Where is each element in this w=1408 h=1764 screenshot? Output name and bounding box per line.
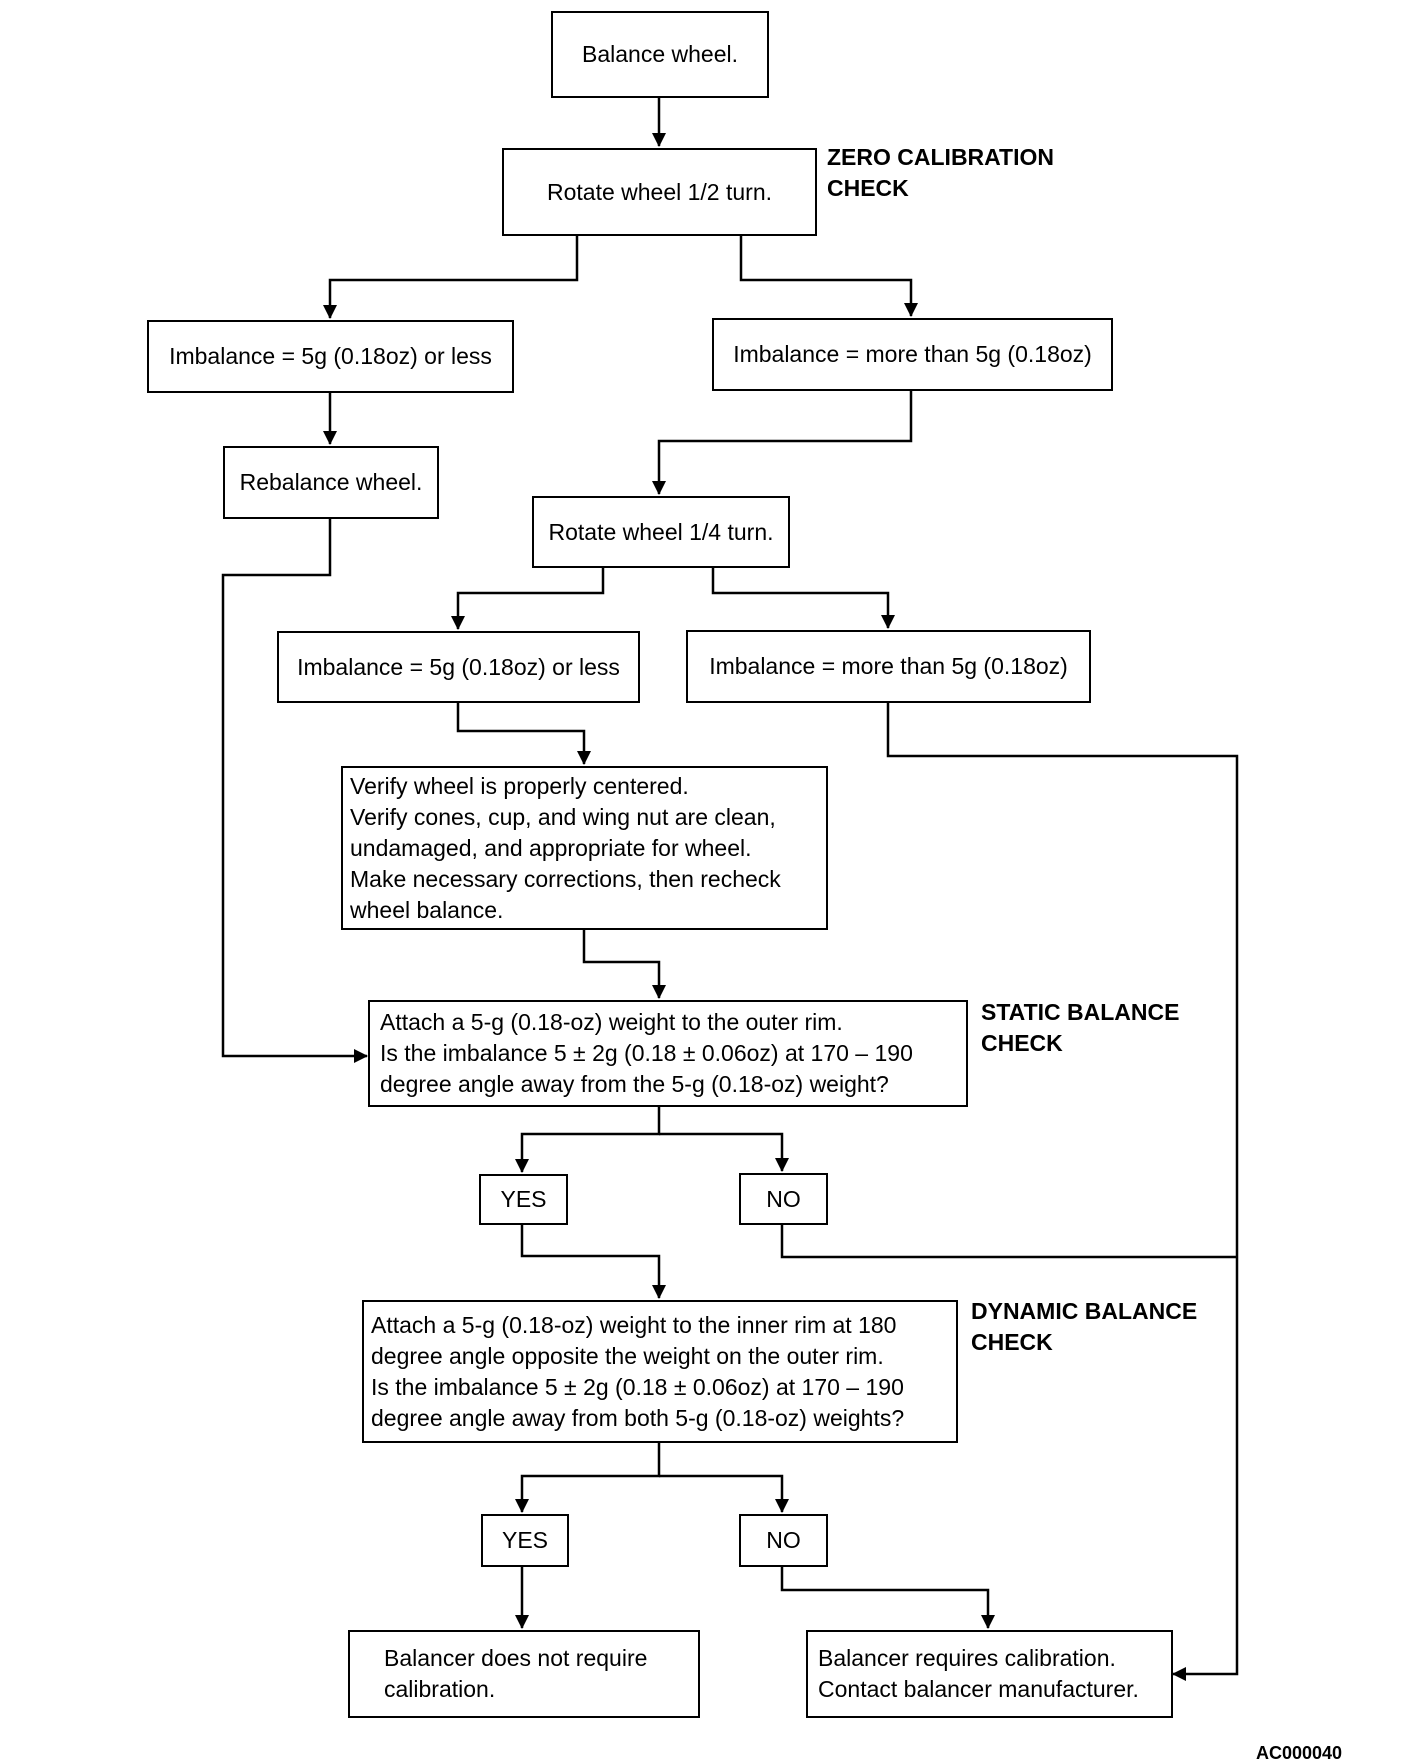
connector-dynamic-to-yes: [515, 1443, 661, 1513]
step-rotate-half-turn: Rotate wheel 1/2 turn.: [502, 148, 817, 236]
static-answer-no: NO: [739, 1173, 828, 1225]
static-answer-yes: YES: [479, 1174, 568, 1225]
step-quarter-imbalance-5g-or-less: Imbalance = 5g (0.18oz) or less: [277, 631, 640, 703]
section-label-static-balance-check: STATIC BALANCE CHECK: [981, 999, 1180, 1056]
connector-rotate-quarter-to-quarter-gt: [711, 568, 895, 629]
step-balance-wheel: Balance wheel.: [551, 11, 769, 98]
connector-static-yes-to-dynamic: [520, 1225, 666, 1299]
connector-rebalance-to-static-check: [221, 519, 368, 1063]
connector-verify-to-static-check: [582, 930, 666, 999]
step-zero-imbalance-5g-or-less: Imbalance = 5g (0.18oz) or less: [147, 320, 514, 393]
connector-zero-gt-to-rotate-quarter: [652, 391, 913, 495]
result-no-calibration-required: Balancer does not require calibration.: [348, 1630, 700, 1718]
connector-rotate-half-to-zero-gt: [739, 236, 918, 317]
step-quarter-imbalance-more-than-5g: Imbalance = more than 5g (0.18oz): [686, 630, 1091, 703]
connector-static-to-no: [659, 1132, 789, 1172]
section-label-zero-calibration-check: ZERO CALIBRATION CHECK: [827, 144, 1055, 201]
step-verify-wheel-centered: Verify wheel is properly centered. Verif…: [341, 766, 828, 930]
step-zero-imbalance-more-than-5g: Imbalance = more than 5g (0.18oz): [712, 318, 1113, 391]
connector-dynamic-no-to-calibration: [780, 1567, 995, 1629]
dynamic-answer-yes: YES: [481, 1514, 569, 1567]
figure-reference-code: AC000040: [1256, 1743, 1343, 1763]
result-calibration-required: Balancer requires calibration. Contact b…: [806, 1630, 1173, 1718]
step-rotate-quarter-turn: Rotate wheel 1/4 turn.: [532, 496, 790, 568]
step-dynamic-balance-check: Attach a 5-g (0.18-oz) weight to the inn…: [362, 1300, 958, 1443]
connector-static-no-to-calibration-line: [780, 1225, 1237, 1259]
step-static-balance-check: Attach a 5-g (0.18-oz) weight to the out…: [368, 1000, 968, 1107]
connector-rotate-half-to-zero-le: [323, 236, 579, 319]
connector-rotate-quarter-to-quarter-le: [451, 568, 605, 630]
connector-quarter-gt-to-calibration: [886, 703, 1239, 1681]
connector-dynamic-to-no: [659, 1474, 789, 1513]
connector-quarter-le-to-verify: [456, 703, 591, 765]
section-label-dynamic-balance-check: DYNAMIC BALANCE CHECK: [971, 1298, 1198, 1355]
step-rebalance-wheel: Rebalance wheel.: [223, 446, 439, 519]
connector-static-to-yes: [515, 1107, 661, 1173]
dynamic-answer-no: NO: [739, 1514, 828, 1567]
